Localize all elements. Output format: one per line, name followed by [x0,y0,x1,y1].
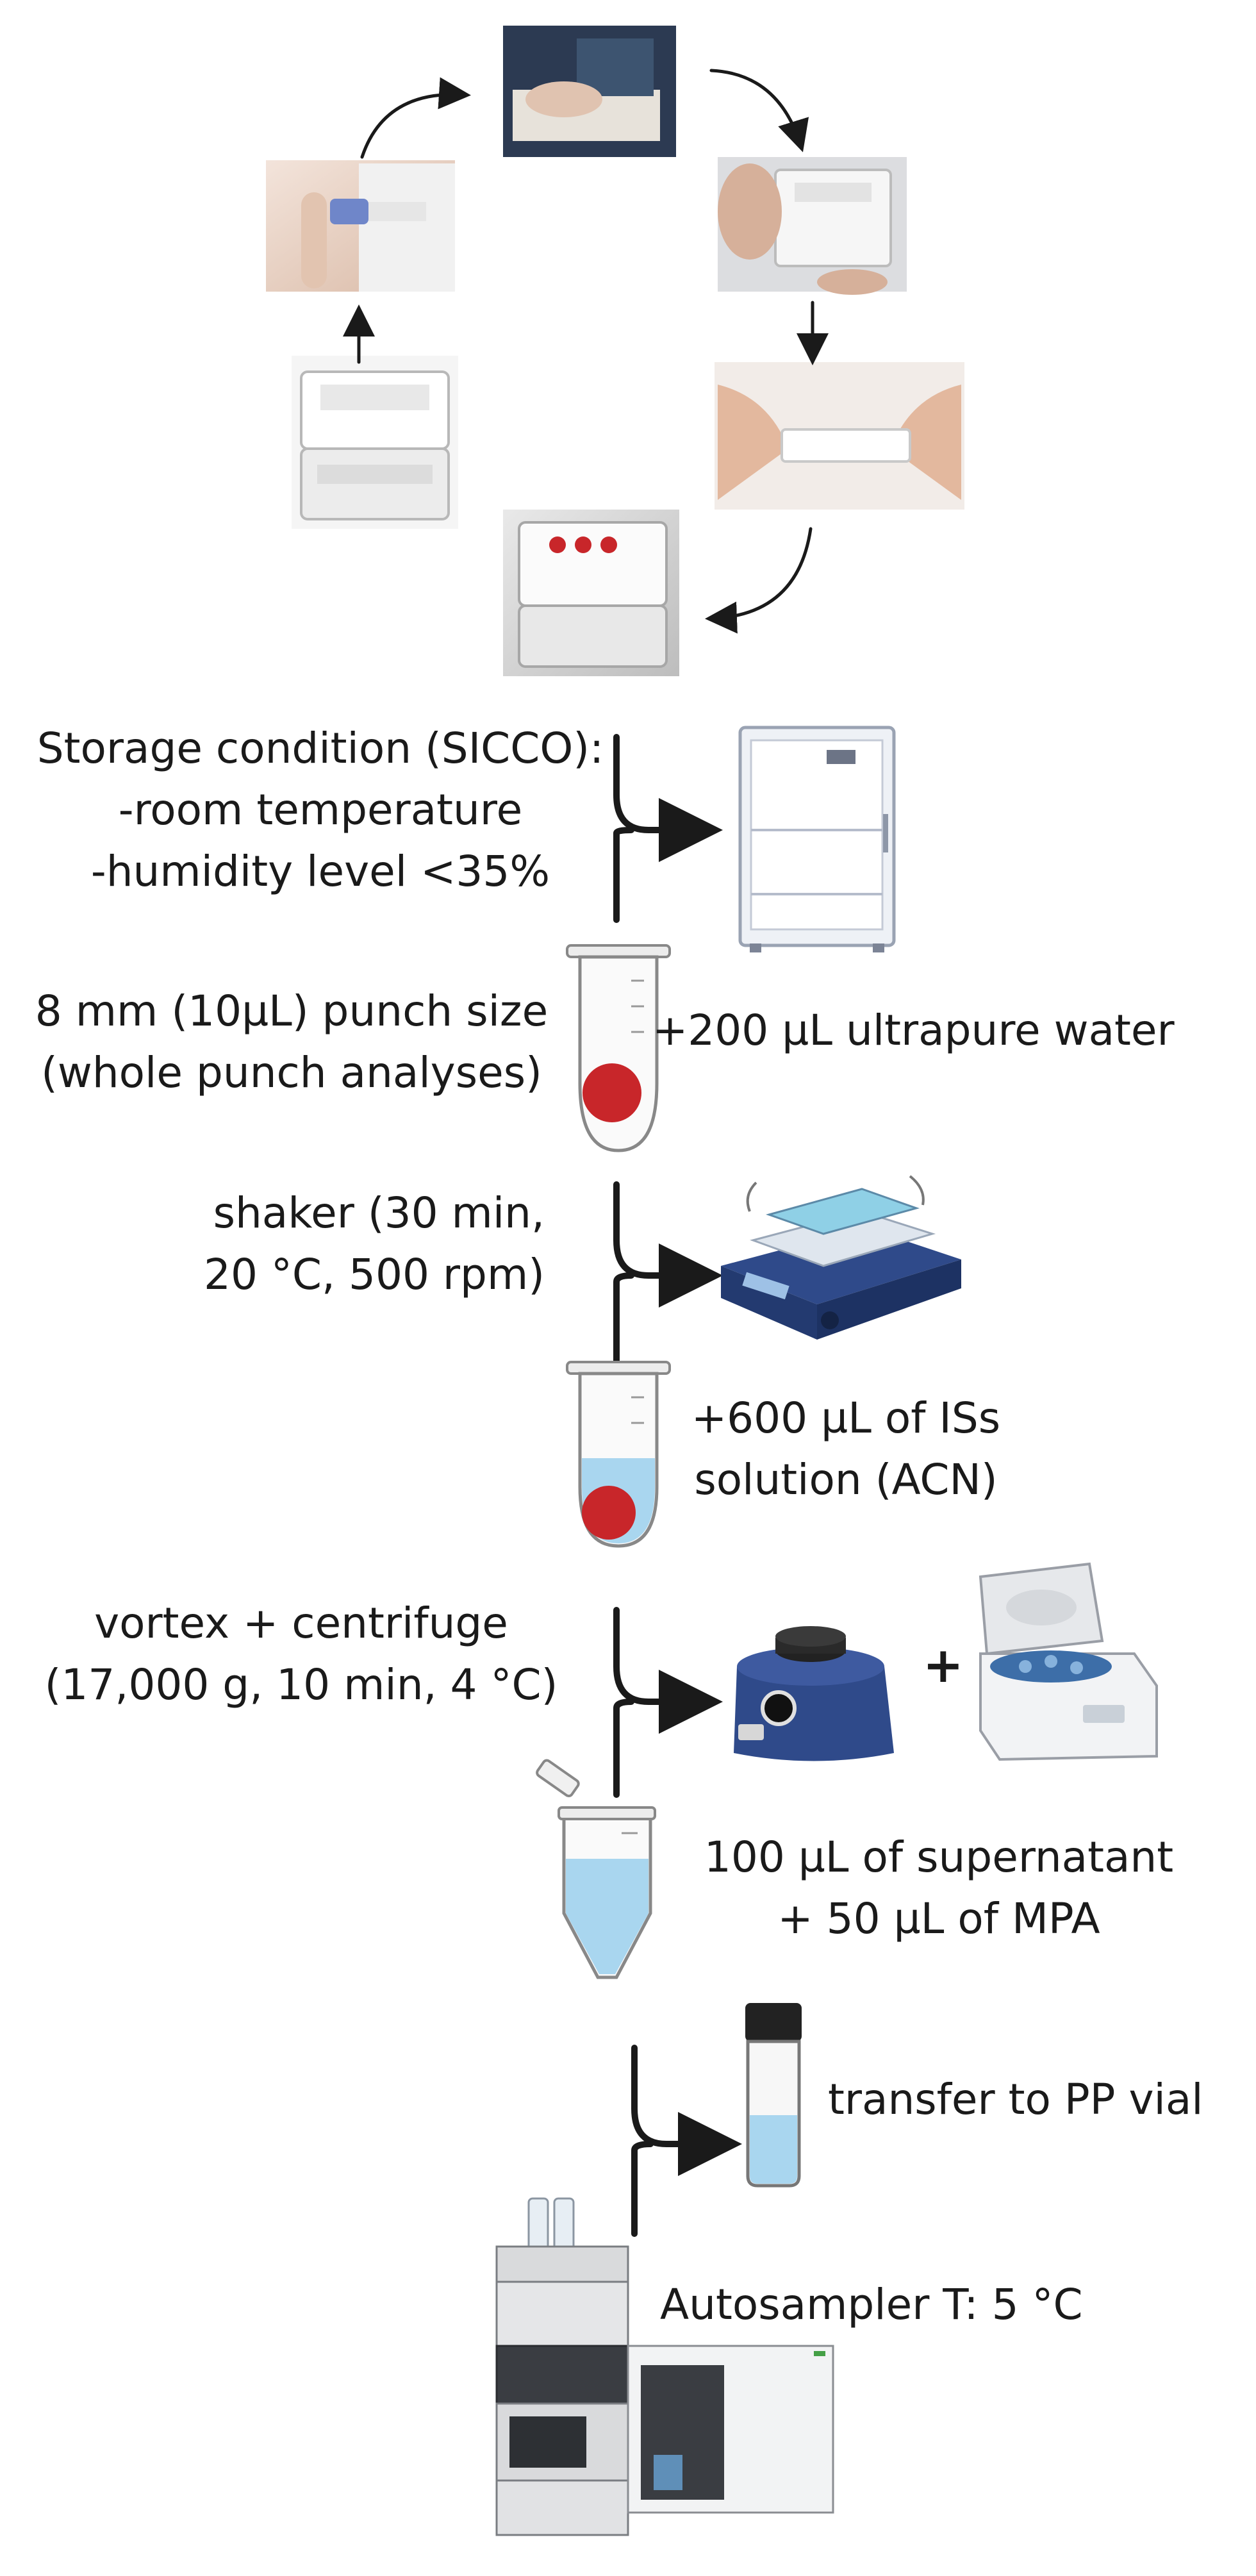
vortex-line-2: (17,000 g, 10 min, 4 °C) [44,1660,558,1709]
punch-size-label: 8 mm (10µL) punch size (whole punch anal… [26,981,558,1104]
cycle-arrows [343,69,829,634]
plate-shaker-icon [721,1175,961,1340]
supernatant-line-1: 100 µL of supernatant [704,1832,1174,1882]
shaker-line-1: shaker (30 min, [213,1188,545,1238]
punch-line-2: (whole punch analyses) [41,1048,542,1097]
plus-sign: + [923,1636,964,1693]
dbs-card-closed-photo [292,356,458,529]
supernatant-label: 100 µL of supernatant + 50 µL of MPA [673,1827,1205,1950]
shaker-label: shaker (30 min, 20 °C, 500 rpm) [77,1183,545,1306]
transfer-text: transfer to PP vial [828,2075,1203,2124]
punch-line-1: 8 mm (10µL) punch size [35,986,549,1036]
lc-ms-system-icon [495,2197,834,2536]
supernatant-line-2: + 50 µL of MPA [777,1894,1100,1943]
card-folding-photo [715,362,964,510]
iss-addition-label: +600 µL of ISs solution (ACN) [666,1388,1025,1511]
tube-with-blood-spot-icon [566,944,671,1152]
autosampler-text: Autosampler T: 5 °C [660,2280,1083,2329]
shaker-line-2: 20 °C, 500 rpm) [203,1250,545,1299]
autosampler-label: Autosampler T: 5 °C [660,2274,1224,2336]
conical-tube-icon [536,1759,656,1979]
iss-line-2: solution (ACN) [694,1455,998,1504]
storage-line-3: -humidity level <35% [90,847,550,896]
transfer-label: transfer to PP vial [828,2069,1251,2131]
storage-line-1: Storage condition (SICCO): [37,724,604,773]
storage-condition-label: Storage condition (SICCO): -room tempera… [26,718,615,902]
centrifuge-icon [979,1562,1158,1761]
desiccator-cabinet-icon [738,726,896,952]
card-handling-photo [718,157,907,295]
blood-spots-card-photo [503,510,679,676]
finger-prick-photo [266,160,455,292]
vortex-centrifuge-label: vortex + centrifuge (17,000 g, 10 min, 4… [38,1593,564,1716]
iss-line-1: +600 µL of ISs [691,1393,1001,1443]
storage-line-2: -room temperature [118,785,523,835]
pp-vial-icon [745,2003,802,2188]
vortex-mixer-icon [734,1626,894,1761]
water-addition-text: +200 µL ultrapure water [652,1006,1175,1055]
water-addition-label: +200 µL ultrapure water [652,1000,1229,1061]
bracket-arrows [613,734,742,2237]
blood-drop-on-card-photo [503,26,676,157]
vortex-line-1: vortex + centrifuge [94,1599,508,1648]
tube-with-solution-icon [566,1361,671,1548]
